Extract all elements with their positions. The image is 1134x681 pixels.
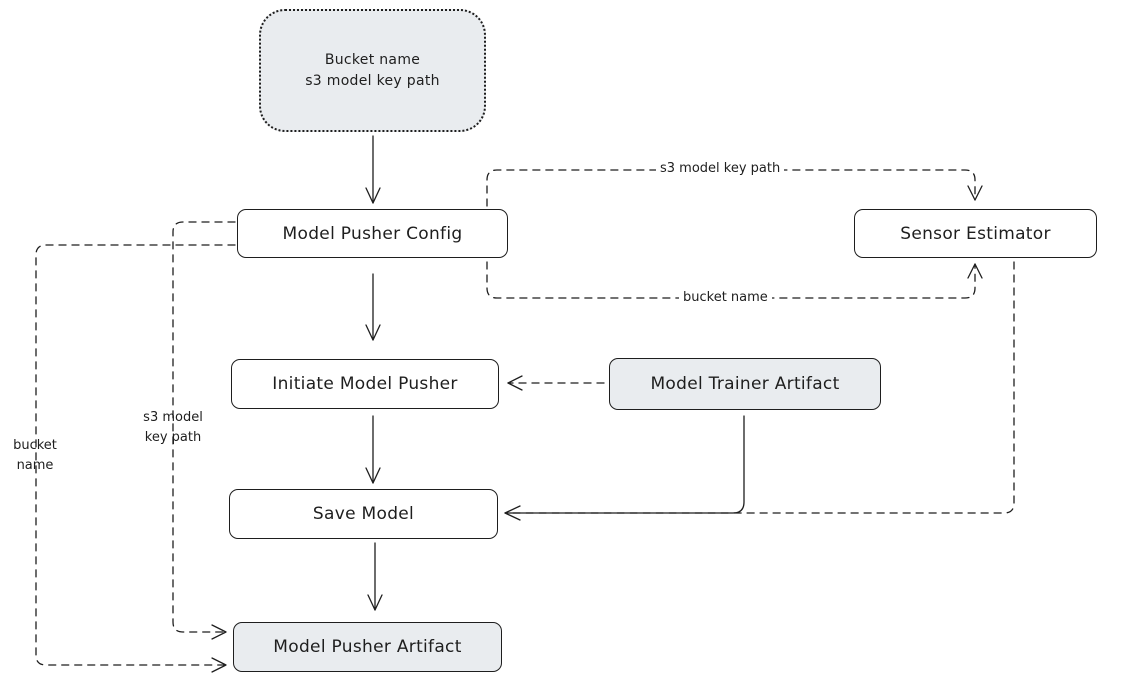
- label-s3-top: s3 model key path: [656, 159, 785, 179]
- source-node[interactable]: Bucket name s3 model key path: [259, 9, 486, 132]
- arrowhead-save-right: [504, 505, 521, 521]
- model-trainer-artifact-label: Model Trainer Artifact: [650, 374, 840, 394]
- arrowhead-config: [365, 187, 381, 204]
- arrowhead-artifact-top: [367, 594, 383, 611]
- sensor-estimator-label: Sensor Estimator: [900, 223, 1051, 244]
- source-node-line2: s3 model key path: [305, 72, 440, 89]
- arrowhead-save-top: [365, 467, 381, 484]
- save-model-node[interactable]: Save Model: [229, 489, 498, 539]
- arrowhead-initiate: [365, 324, 381, 341]
- arrowhead-estimator-bottom: [967, 263, 983, 279]
- edge-config-to-artifact-bucket: [35, 244, 236, 666]
- model-pusher-artifact-node[interactable]: Model Pusher Artifact: [233, 622, 502, 672]
- initiate-model-pusher-node[interactable]: Initiate Model Pusher: [231, 359, 499, 409]
- model-pusher-config-label: Model Pusher Config: [282, 223, 463, 244]
- model-pusher-config-node[interactable]: Model Pusher Config: [237, 209, 508, 258]
- arrowhead-estimator-top: [967, 185, 983, 201]
- label-bucket-left-line2: name: [16, 458, 54, 473]
- model-pusher-artifact-label: Model Pusher Artifact: [273, 637, 462, 657]
- arrowhead-artifact-bucket: [211, 657, 227, 673]
- label-s3-left-line1: s3 model: [143, 410, 203, 425]
- edge-trainer-to-save: [504, 415, 745, 514]
- label-bucket-left-line1: bucket: [13, 438, 57, 453]
- arrowhead-artifact-s3: [211, 624, 227, 640]
- edge-config-to-artifact-s3: [172, 221, 236, 633]
- initiate-model-pusher-label: Initiate Model Pusher: [272, 374, 458, 394]
- label-s3-left: s3 model key path: [128, 408, 218, 448]
- edge-estimator-to-save: [505, 261, 1015, 514]
- arrowhead-initiate-right: [507, 375, 523, 391]
- label-s3-left-line2: key path: [144, 430, 202, 445]
- sensor-estimator-node[interactable]: Sensor Estimator: [854, 209, 1097, 258]
- label-bucket-left: bucket name: [0, 436, 70, 476]
- source-node-line1: Bucket name: [324, 51, 421, 68]
- save-model-label: Save Model: [312, 504, 415, 524]
- model-trainer-artifact-node[interactable]: Model Trainer Artifact: [609, 358, 881, 410]
- label-bucket-bottom: bucket name: [679, 288, 772, 308]
